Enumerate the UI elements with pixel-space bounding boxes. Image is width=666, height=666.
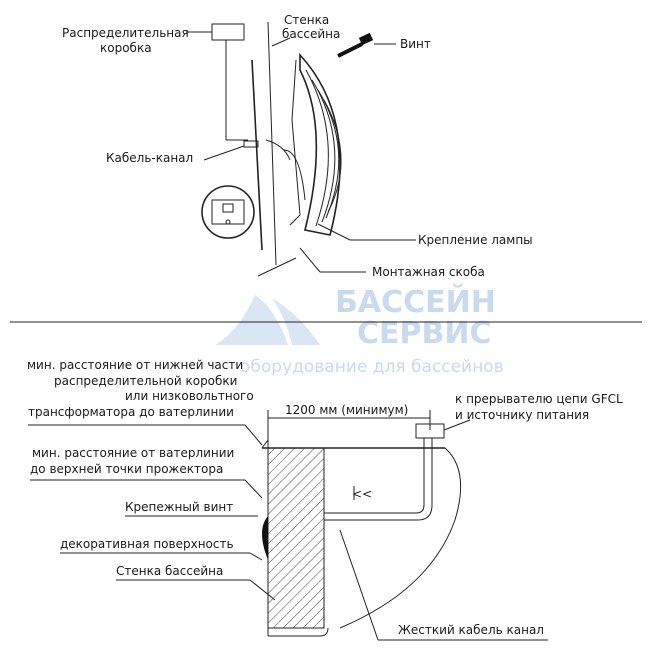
detail-circle xyxy=(201,185,255,239)
lamp-mount-label: Крепление лампы xyxy=(418,233,533,247)
min-box-distance-2: распределительной коробки xyxy=(54,374,237,388)
min-spot-distance-1: мин. расстояние от ватерлинии xyxy=(32,446,234,460)
top-diagram: Распределительная коробка Стенка бассейн… xyxy=(62,13,533,279)
gfcl-label-1: к прерывателю цепи GFCL xyxy=(455,392,623,406)
min-box-distance-4: трансформатора до ватерлинии xyxy=(28,405,234,419)
watermark-line2: СЕРВИС xyxy=(357,316,492,351)
mount-screw-label: Крепежный винт xyxy=(125,500,233,514)
decor-surface-label: декоративная поверхность xyxy=(60,537,234,551)
lamp-housing-shape xyxy=(299,52,341,236)
bottom-diagram: 1200 мм (минимум) к прерывателю цепи GFC… xyxy=(27,358,623,641)
mounting-bracket-label: Монтажная скоба xyxy=(372,265,485,279)
watermark-line1: БАССЕЙН xyxy=(335,284,496,320)
dimension-label: 1200 мм (минимум) xyxy=(285,403,408,417)
watermark: БАССЕЙН СЕРВИС оборудование для бассейно… xyxy=(215,284,504,377)
decor-surface-shape xyxy=(262,516,268,560)
pool-wall-label-bottom: Стенка бассейна xyxy=(116,564,223,578)
rigid-cable-label: Жесткий кабель канал xyxy=(398,623,544,637)
watermark-line3: оборудование для бассейнов xyxy=(240,357,504,377)
pool-wall-section xyxy=(267,447,325,629)
pool-wall-line xyxy=(251,59,263,251)
watermark-sail-icon xyxy=(215,295,288,345)
min-box-distance-3: или низковольтного xyxy=(125,389,254,403)
min-box-distance-1: мин. расстояние от нижней части xyxy=(27,358,243,372)
screw-label: Винт xyxy=(400,37,431,51)
junction-box-label-2: коробка xyxy=(100,41,152,55)
marker-symbol: << xyxy=(352,487,372,501)
min-spot-distance-2: до верхней точки прожектора xyxy=(30,462,223,476)
pool-wall-label-2: бассейна xyxy=(282,27,340,41)
junction-box-label-1: Распределительная xyxy=(62,26,189,40)
cable-channel-label: Кабель-канал xyxy=(106,151,193,165)
gfcl-label-2: и источнику питания xyxy=(455,408,589,422)
junction-box-shape xyxy=(211,23,245,41)
screw-icon xyxy=(337,32,374,58)
pool-wall-label-1: Стенка xyxy=(284,13,329,27)
gfcl-box xyxy=(415,423,445,439)
